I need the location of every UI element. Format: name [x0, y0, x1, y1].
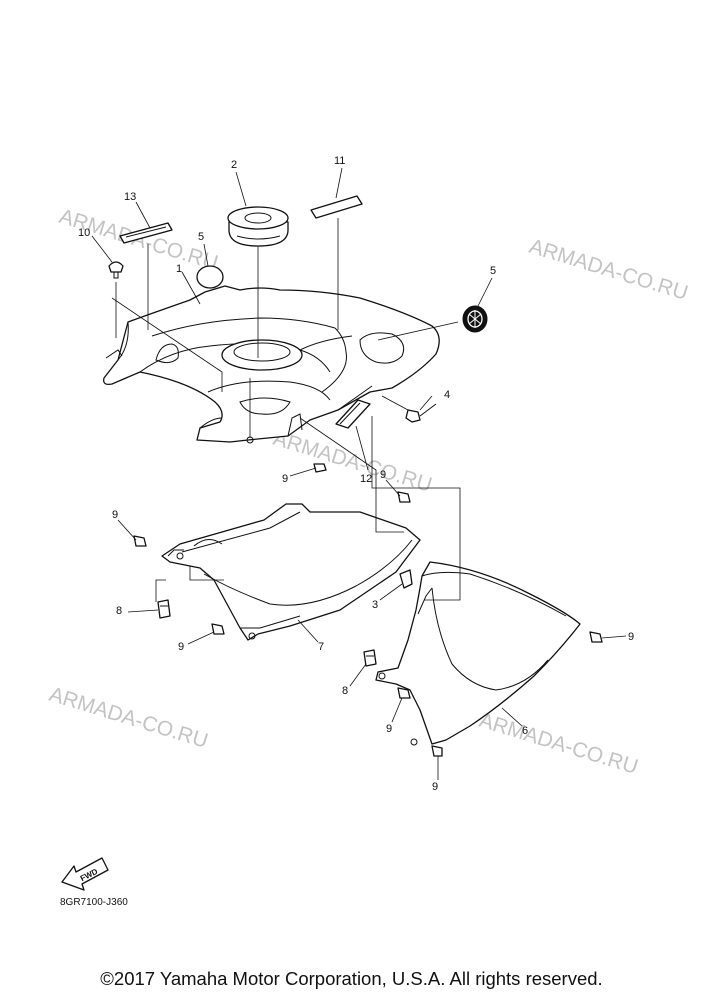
- drawing-number: 8GR7100-J360: [60, 897, 128, 908]
- watermark-1: ARMADA-CO.RU: [57, 205, 221, 275]
- callout-5-right: 5: [490, 265, 496, 277]
- callout-1: 1: [176, 263, 182, 275]
- part-7-side-cover-left: [161, 503, 421, 641]
- callout-5-left: 5: [198, 231, 204, 243]
- callout-10: 10: [78, 227, 90, 239]
- part-13-strip: [119, 222, 173, 244]
- part-6-side-cover-right: [375, 561, 581, 746]
- watermark-5: ARMADA-CO.RU: [477, 709, 641, 779]
- part-4-bolt: [405, 403, 437, 423]
- callout-3: 3: [372, 599, 378, 611]
- leader-lines: [91, 167, 627, 780]
- callout-9-c: 9: [112, 509, 118, 521]
- part-12-label: [335, 399, 371, 429]
- part-5-cap-left: [196, 265, 224, 289]
- guide-lines: [111, 218, 461, 602]
- part-11-plate: [310, 195, 363, 219]
- callout-8-b: 8: [342, 685, 348, 697]
- part-9-bolts: [133, 463, 603, 757]
- callout-2: 2: [231, 159, 237, 171]
- callout-9-b: 9: [380, 469, 386, 481]
- callout-9-f: 9: [386, 723, 392, 735]
- callout-9-e: 9: [628, 631, 634, 643]
- part-5-emblem: [462, 305, 488, 333]
- part-3-bracket: [399, 569, 413, 589]
- watermark-3: ARMADA-CO.RU: [271, 427, 435, 497]
- callout-9-g: 9: [432, 781, 438, 793]
- callout-12: 12: [360, 473, 372, 485]
- fwd-arrow-icon: FWD: [61, 857, 109, 891]
- watermark-2: ARMADA-CO.RU: [527, 235, 691, 305]
- callout-7: 7: [318, 641, 324, 653]
- part-1-tank-cover: [103, 285, 440, 444]
- callout-6: 6: [522, 725, 528, 737]
- watermarks: ARMADA-CO.RU ARMADA-CO.RU ARMADA-CO.RU A…: [47, 205, 691, 779]
- copyright-notice: ©2017 Yamaha Motor Corporation, U.S.A. A…: [100, 968, 603, 989]
- part-2-grommet: [227, 206, 289, 247]
- watermark-4: ARMADA-CO.RU: [47, 683, 211, 753]
- part-8-clip-left: [157, 599, 171, 619]
- callout-9-a: 9: [282, 473, 288, 485]
- callout-11: 11: [334, 155, 345, 167]
- callout-9-d: 9: [178, 641, 184, 653]
- callout-13: 13: [124, 191, 136, 203]
- part-8-clip-right: [363, 649, 377, 667]
- callout-8-a: 8: [116, 605, 122, 617]
- callout-4: 4: [444, 389, 450, 401]
- part-10-clip: [108, 261, 124, 279]
- callouts: 2 11 13 10 5 5 1 4 12 9 9 9 3 8 9 7 9 8 …: [78, 155, 634, 793]
